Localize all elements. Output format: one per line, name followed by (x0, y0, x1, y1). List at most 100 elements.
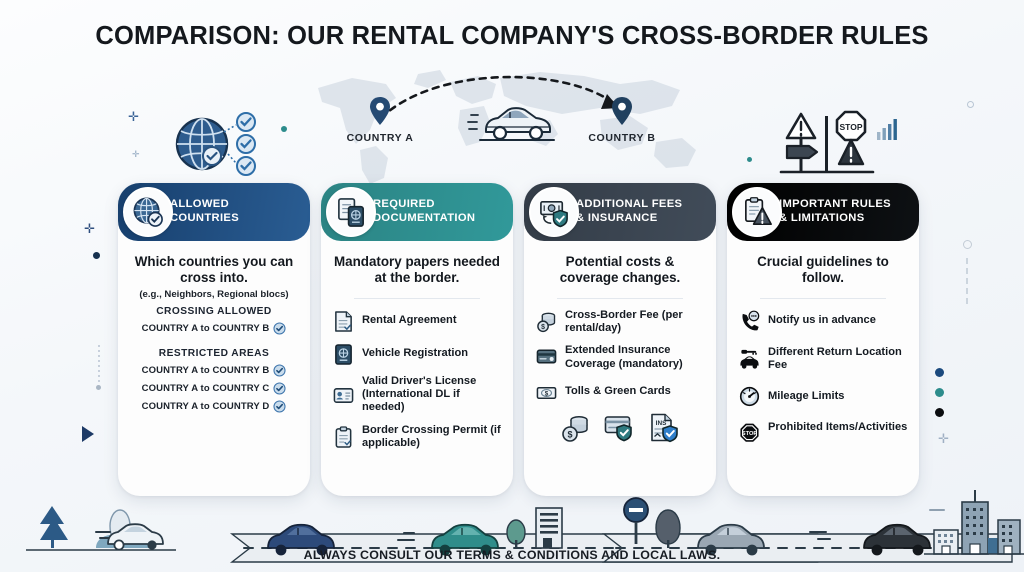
card-lede: Potential costs & coverage changes. (559, 254, 681, 286)
footer-note: ALWAYS CONSULT OUR TERMS & CONDITIONS AN… (303, 548, 721, 562)
row-restricted-3[interactable]: COUNTRY A to COUNTRY D (129, 400, 299, 413)
row-label: COUNTRY A to COUNTRY B (141, 365, 270, 377)
item-drivers-license[interactable]: Valid Driver's License (International DL… (332, 375, 502, 415)
card-allowed-countries[interactable]: ALLOWED COUNTRIES Which countries you ca… (118, 183, 310, 496)
card-additional-fees-insurance[interactable]: ADDITIONAL FEES & INSURANCE Potential co… (524, 183, 716, 496)
page-title: COMPARISON: OUR RENTAL COMPANY'S CROSS-B… (95, 22, 929, 50)
item-different-return-location[interactable]: Different Return Location Fee (738, 346, 908, 373)
card-required-documentation[interactable]: REQUIRED DOCUMENTATION Mandatory papers … (321, 183, 513, 496)
item-text: Cross-Border Fee (per rental/day) (565, 308, 683, 334)
card-lede: Which countries you can cross into. (134, 254, 294, 286)
item-text: Different Return Location Fee (768, 345, 902, 371)
sparkle-decor-small: ✛ (132, 149, 140, 159)
card-important-rules[interactable]: IMPORTANT RULES & LIMITATIONS Crucial gu… (727, 183, 919, 496)
banknote-icon: $ (535, 380, 557, 404)
no-entry-sign (623, 497, 681, 548)
item-text: Extended Insurance Coverage (mandatory) (565, 344, 683, 370)
svg-text:STOP: STOP (840, 122, 863, 132)
item-text: Notify us in advance (768, 314, 876, 327)
item-text: Valid Driver's License (International DL… (362, 374, 477, 414)
road-car-gray (697, 523, 765, 556)
coins-stack-icon: $ (562, 415, 588, 442)
bottom-road-scene (26, 490, 1024, 563)
row-crossing-allowed-1[interactable]: COUNTRY A to COUNTRY B (129, 322, 299, 335)
card-lede: Crucial guidelines to follow. (757, 254, 889, 286)
card-body-allowed-countries: Which countries you can cross into. (e.g… (118, 241, 310, 426)
id-card-icon (332, 383, 354, 407)
card-body-additional-fees: Potential costs & coverage changes. $ Cr… (524, 241, 716, 451)
passport-icon (332, 342, 354, 366)
row-restricted-1[interactable]: COUNTRY A to COUNTRY B (129, 364, 299, 377)
clipboard-warning-icon (732, 187, 782, 237)
svg-text:$: $ (541, 324, 545, 331)
insurance-doc-shield-icon: INS (651, 413, 678, 443)
row-restricted-2[interactable]: COUNTRY A to COUNTRY C (129, 382, 299, 395)
card-body-important-rules: Crucial guidelines to follow. Notify us … (727, 241, 919, 462)
travelling-car-icon (467, 107, 555, 141)
map-pin-country-a: COUNTRY A (340, 96, 420, 144)
card-header-line1: ALLOWED (170, 198, 229, 211)
location-pin-icon (612, 97, 632, 125)
stop-sign-icon: STOP (738, 421, 760, 445)
card-header-important-rules: IMPORTANT RULES & LIMITATIONS (727, 183, 919, 241)
country-a-label: COUNTRY A (346, 132, 414, 144)
item-prohibited-items[interactable]: STOP Prohibited Items/Activities (738, 421, 908, 445)
comparison-cards: ALLOWED COUNTRIES Which countries you ca… (118, 183, 923, 496)
card-lede: Mandatory papers needed at the border. (334, 254, 500, 286)
card-header-line1: IMPORTANT RULES (779, 198, 891, 211)
card-header-line1: ADDITIONAL FEES (576, 198, 683, 211)
card-header-text: ALLOWED COUNTRIES (170, 198, 239, 225)
row-label: COUNTRY A to COUNTRY D (141, 401, 270, 413)
speedometer-icon (738, 384, 760, 408)
sparkle-decor-left: ✛ (84, 221, 95, 236)
card-header-text: ADDITIONAL FEES & INSURANCE (576, 198, 682, 225)
row-label: COUNTRY A to COUNTRY B (141, 323, 270, 335)
dot-decor-small-right (747, 157, 752, 162)
svg-text:$: $ (567, 430, 572, 440)
item-text: Rental Agreement (362, 314, 457, 327)
dot-decor-teal (935, 388, 944, 397)
item-extended-insurance[interactable]: Extended Insurance Coverage (mandatory) (535, 344, 705, 371)
warning-stop-signs-icon: STOP (779, 110, 875, 174)
check-circle-icon (273, 400, 286, 413)
divider (760, 297, 886, 299)
play-triangle-decor (82, 426, 94, 442)
item-tolls-green-cards[interactable]: $ Tolls & Green Cards (535, 380, 705, 404)
car-key-icon (738, 346, 760, 370)
item-rental-agreement[interactable]: Rental Agreement (332, 309, 502, 333)
card-header-required-documentation: REQUIRED DOCUMENTATION (321, 183, 513, 241)
item-vehicle-registration[interactable]: Vehicle Registration (332, 342, 502, 366)
card-header-text: REQUIRED DOCUMENTATION (373, 198, 475, 225)
road-car-blue (267, 523, 335, 556)
globe-check-icon (123, 187, 173, 237)
ring-decor-topright (967, 101, 974, 108)
item-text: Tolls & Green Cards (565, 385, 671, 398)
location-pin-icon (370, 97, 390, 125)
phone-chat-icon (738, 309, 760, 333)
road-car-dark (809, 523, 931, 556)
item-notify-in-advance[interactable]: Notify us in advance (738, 309, 908, 333)
item-text: Prohibited Items/Activities (768, 421, 908, 434)
item-cross-border-fee[interactable]: $ Cross-Border Fee (per rental/day) (535, 309, 705, 336)
coins-icon: $ (535, 309, 557, 333)
check-circle-icon (273, 382, 286, 395)
globe-checks-icon (175, 112, 256, 176)
card-header-line2: & INSURANCE (576, 212, 658, 224)
dot-decor-navy (935, 368, 944, 377)
divider (354, 297, 480, 299)
item-border-crossing-permit[interactable]: Border Crossing Permit (if applicable) (332, 424, 502, 451)
item-mileage-limits[interactable]: Mileage Limits (738, 384, 908, 408)
svg-text:INS: INS (656, 420, 667, 427)
card-header-text: IMPORTANT RULES & LIMITATIONS (779, 198, 891, 225)
card-header-line2: DOCUMENTATION (373, 212, 476, 224)
city-skyline (924, 490, 1024, 555)
documents-passport-icon (326, 187, 376, 237)
left-car (95, 523, 164, 551)
road-car-teal (397, 523, 499, 556)
check-circle-icon (273, 364, 286, 377)
card-header-line1: REQUIRED (373, 198, 435, 211)
row-label: COUNTRY A to COUNTRY C (141, 383, 270, 395)
sparkle-decor-topleft: ✛ (128, 109, 139, 124)
divider (557, 297, 683, 299)
card-header-line2: & LIMITATIONS (779, 212, 865, 224)
